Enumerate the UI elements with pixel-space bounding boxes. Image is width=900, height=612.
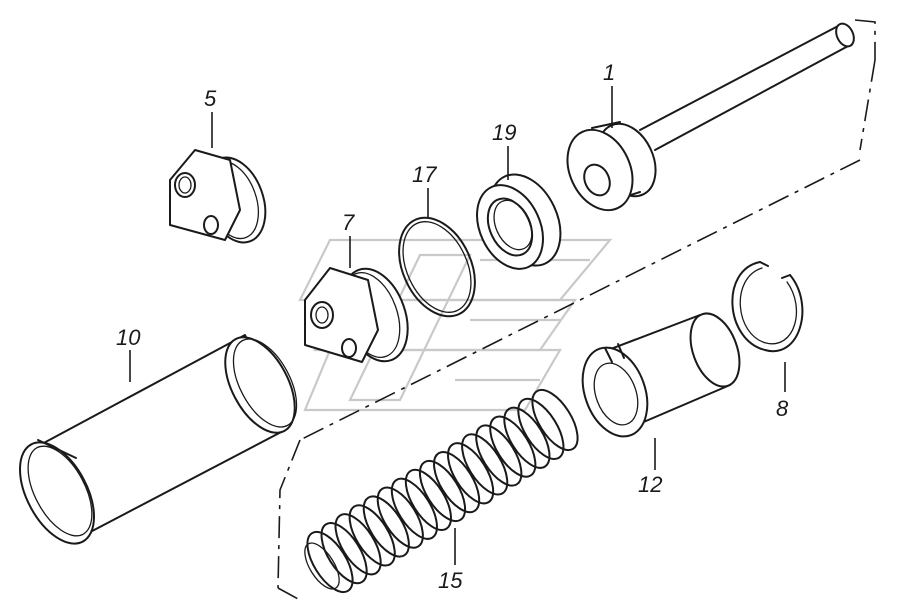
part-7-threaded-head <box>304 267 409 363</box>
spring-coil <box>531 388 579 452</box>
part-12-split-bushing <box>581 312 741 438</box>
spring-coil <box>503 406 551 469</box>
spring-coil <box>489 415 537 478</box>
spring-coil <box>433 451 481 514</box>
spring-coil <box>362 495 410 558</box>
part-19-seal-bushing <box>476 173 562 270</box>
part-10-cylinder-sleeve <box>19 334 298 545</box>
part-1-rod-piston <box>566 22 855 212</box>
callout-1: 1 <box>603 60 615 85</box>
spring-coil <box>475 424 523 487</box>
leader-lines <box>129 86 786 565</box>
callout-12: 12 <box>638 472 662 497</box>
spring-coil <box>461 433 509 496</box>
spring-coil <box>348 504 396 567</box>
callout-10: 10 <box>116 325 141 350</box>
spring-coil <box>320 522 368 585</box>
part-17-o-ring <box>398 216 476 318</box>
callout-19: 19 <box>492 120 516 145</box>
spring-coil <box>418 459 467 523</box>
spring-coil <box>447 442 495 505</box>
callout-8: 8 <box>776 396 789 421</box>
spring-coil <box>306 530 354 594</box>
spring-coil <box>404 468 452 531</box>
callout-7: 7 <box>342 210 355 235</box>
spring-coil <box>334 513 382 576</box>
part-5-threaded-head <box>169 149 267 244</box>
spring-coil <box>390 477 438 540</box>
assembly-axis-lines <box>277 19 876 601</box>
part-8-retaining-ring <box>731 261 804 353</box>
spring-coil <box>376 486 424 549</box>
spring-end-coil <box>304 542 340 590</box>
spring-coil <box>517 397 565 460</box>
callout-17: 17 <box>412 162 437 187</box>
callout-labels: 1 19 17 5 7 10 12 8 15 <box>116 60 789 593</box>
callout-15: 15 <box>438 568 463 593</box>
part-15-coil-spring <box>304 388 579 594</box>
callout-5: 5 <box>204 86 217 111</box>
